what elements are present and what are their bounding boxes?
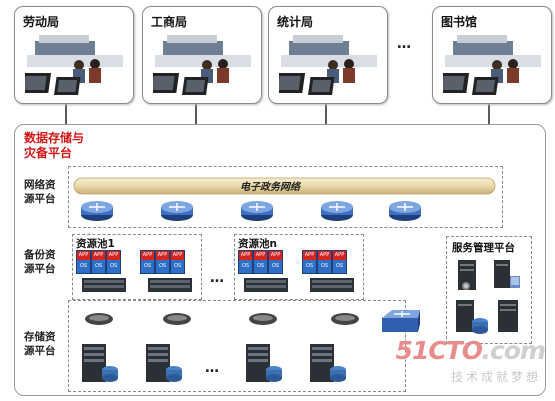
office-workstation-icon [279,35,377,95]
office-workstation-icon [443,35,541,95]
network-switch-icon [321,201,353,221]
san-switch-icon [85,313,113,325]
layer-network-label: 网络资 源平台 [24,179,56,205]
agency-label: 图书馆 [441,15,478,29]
server-chassis-icon [82,278,126,292]
service-platform-area [446,236,532,344]
network-switch-icon [389,201,421,221]
storage-ellipsis: … [205,360,220,376]
agency-labor: 劳动局 [14,6,134,104]
resource-pool-1 [72,234,202,300]
resource-pool-n [234,234,364,300]
san-switch-icon [249,313,277,325]
san-switch-icon [331,313,359,325]
server-chassis-icon [148,278,192,292]
agency-label: 工商局 [151,15,188,29]
layer-storage-label: 存储资 源平台 [24,331,56,357]
agency-library: 图书馆 [432,6,552,104]
pool-1-label: 资源池1 [76,238,115,250]
storage-layer-area [68,300,406,392]
storage-array-icon [310,344,346,382]
pool-ellipsis: … [210,270,225,286]
office-workstation-icon [25,35,123,95]
core-switch-icon [382,310,420,332]
service-platform-label: 服务管理平台 [452,242,515,254]
agency-label: 劳动局 [23,15,60,29]
network-switch-icon [161,201,193,221]
watermark-logo: 51CTO.com [395,336,546,365]
network-switch-icon [81,201,113,221]
storage-array-icon [146,344,182,382]
management-server-icon [456,260,520,334]
egov-network-label: 电子政务网络 [240,182,300,193]
layer-backup-label: 备份资 源平台 [24,249,56,275]
network-switch-icon [241,201,273,221]
agency-label: 统计局 [277,15,314,29]
storage-array-icon [82,344,118,382]
agency-ellipsis: … [397,36,412,52]
egov-network-bar [73,177,496,195]
watermark-slogan: 技术成就梦想 [450,370,541,384]
storage-array-icon [246,344,282,382]
san-switch-icon [163,313,191,325]
network-layer-area [68,166,503,228]
server-chassis-icon [310,278,354,292]
pool-n-label: 资源池n [238,238,277,250]
platform-title: 数据存储与 灾备平台 [24,131,85,160]
agency-commerce: 工商局 [142,6,262,104]
server-chassis-icon [244,278,288,292]
office-workstation-icon [153,35,251,95]
agency-statistics: 统计局 [268,6,388,104]
